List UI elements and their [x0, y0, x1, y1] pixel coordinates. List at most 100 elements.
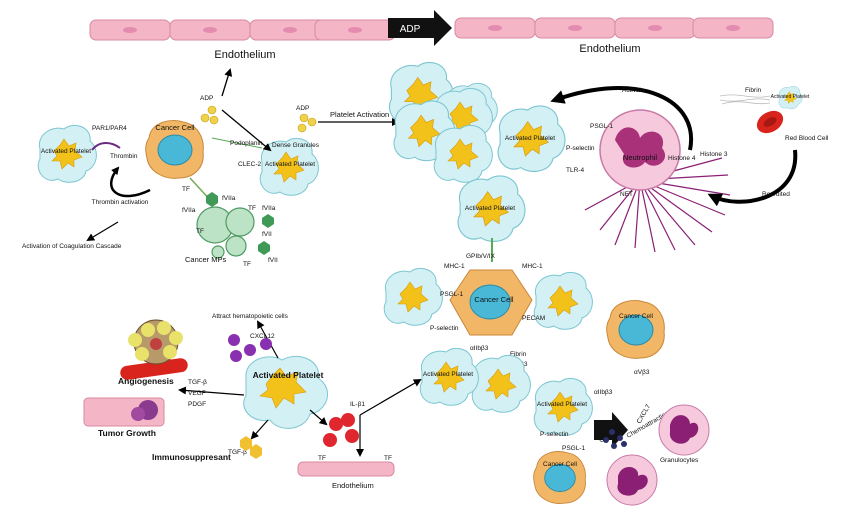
endothelium-bottom-label: Endothelium [332, 481, 374, 490]
tumor-growth-label: Tumor Growth [98, 428, 156, 438]
cancer-mps: TF fVIIa fVIIa TF TF fVIIa fVII fVII TF … [182, 177, 278, 268]
cancer-cell-right-label: Cancer Cell [619, 313, 654, 320]
endothelium-right [454, 17, 774, 39]
pdgf-label: PDGF [188, 401, 206, 408]
vegf-label: VEGF [188, 390, 206, 397]
adp-banner: ADP [388, 10, 452, 46]
cancer-cell-bottom [533, 451, 586, 504]
platelet-bottom-center [471, 354, 531, 413]
activated-platelet-cl-label: Activated Platelet [265, 161, 315, 168]
psgl1-label-1: PSGL-1 [590, 123, 614, 130]
recruited-label: Recruited [762, 191, 790, 198]
platelet-center-left: Activated Platelet [259, 137, 319, 196]
endothelium-right-label: Endothelium [579, 43, 640, 55]
tf-label-6: TF [384, 455, 392, 462]
cancer-cell-main-label: Cancer Cell [155, 123, 195, 132]
adp-label-2: ADP [296, 105, 309, 112]
psgl1-label-2: PSGL-1 [440, 291, 464, 298]
platelet-bottom-right: Activated Platelet [533, 377, 593, 436]
mhc1-label-2: MHC-1 [522, 263, 543, 270]
coagulation-label: Activation of Coagulation Cascade [22, 243, 122, 250]
thrombin-activation-label-1: Thrombin activation [92, 199, 149, 206]
tf-label-1: TF [182, 186, 190, 193]
platelet-left-center [383, 267, 443, 326]
tgfb-label-1: TGF-β [188, 379, 207, 386]
p-selectin-label-3: P-selectin [540, 431, 569, 438]
cancer-cell-bottom-label: Cancer Cell [543, 461, 578, 468]
platelet-isolated: Activated Platelet [419, 347, 479, 406]
tgfb-particles [240, 436, 262, 459]
clec2-label: CLEC-2 [238, 161, 262, 168]
neutrophil-label: Neutrophil [623, 153, 658, 162]
gpib-label: GPIb/V/IX [466, 253, 496, 260]
angiogenesis-icon [120, 319, 188, 380]
fviia-label-2: fVIIa [222, 195, 236, 202]
fviia-label-3: fVIIa [262, 205, 276, 212]
podoplanin-label: Podoplanin [230, 140, 263, 147]
platelet-top-center: Activated Platelet [457, 175, 526, 242]
red-blood-cell-label: Red Blood Cell [785, 135, 829, 142]
p-selectin-label-1: P-selectin [566, 145, 595, 152]
angiogenesis-label: Angiogenesis [118, 376, 174, 386]
il1b-particles [323, 413, 359, 447]
activated-platelet-isolated-label: Activated Platelet [423, 371, 473, 378]
endothelium-bottom [297, 461, 395, 477]
red-blood-cell [756, 110, 784, 134]
tf-label-2: TF [196, 228, 204, 235]
fibrin-label-2: Fibrin [510, 351, 527, 358]
tf-label-5: TF [318, 455, 326, 462]
granulocyte-2 [606, 454, 658, 506]
aiib-label-1: αIIbβ3 [470, 345, 489, 352]
endothelium-left-label: Endothelium [214, 49, 275, 61]
thrombin-label: Thrombin [110, 153, 138, 160]
cancer-cell-right [606, 300, 665, 359]
cancer-cell-center-label: Cancer Cell [474, 295, 514, 304]
net-label: NET [620, 191, 633, 198]
dense-granules-label: Dense Granules [272, 142, 320, 149]
avb3-label-2: αVβ3 [634, 369, 650, 376]
fvii-label-2: fVII [268, 257, 278, 264]
cxcl12-particles [228, 334, 272, 362]
par-label: PAR1/PAR4 [92, 125, 127, 132]
tlr4-label: TLR-4 [566, 167, 584, 174]
il1b-label: IL-β1 [350, 401, 365, 408]
adp-label-1: ADP [200, 95, 213, 102]
fibrin-label-1: Fibrin [745, 87, 762, 94]
platelet-cluster [388, 61, 498, 183]
platelet-activation-label: Platelet Activation [330, 110, 389, 119]
neutrophil [599, 109, 681, 191]
cancer-cell-main: Cancer Cell [145, 120, 204, 179]
attract-label: Attract hematopoietic cells [212, 313, 289, 320]
activate-label: Activate [622, 87, 646, 94]
adp-banner-label: ADP [400, 24, 421, 35]
platelet-main [243, 355, 329, 429]
adp-dots-2 [297, 113, 317, 133]
histone3-label: Histone 3 [700, 151, 728, 158]
tumor-growth-icon [83, 397, 165, 427]
platelet-left: Activated Platelet [37, 124, 97, 183]
granulocytes-label: Granulocytes [660, 457, 699, 464]
aiib-label-2: αIIbβ3 [594, 389, 613, 396]
tgfb-label-2: TGF-β [228, 449, 247, 456]
cancer-cell-center [449, 269, 533, 336]
p-selectin-label-2: P-selectin [430, 325, 459, 332]
activated-platelet-main-label: Activated Platelet [253, 370, 324, 380]
fibrin-strands [719, 94, 771, 105]
activated-platelet-left-label: Activated Platelet [41, 148, 91, 155]
cancer-mps-label: Cancer MPs [185, 255, 227, 264]
cxcl5-label: CXCL5 [599, 421, 606, 442]
psgl1-label-3: PSGL-1 [562, 445, 586, 452]
endothelium-left [89, 19, 396, 41]
chemokine-particles [603, 429, 627, 449]
tf-label-3: TF [248, 205, 256, 212]
fviia-label-1: fVIIa [182, 207, 196, 214]
histone4-label: Histone 4 [668, 155, 696, 162]
activated-platelet-tc-label: Activated Platelet [465, 205, 515, 212]
tf-label-4: TF [243, 261, 251, 268]
mhc1-label-1: MHC-1 [444, 263, 465, 270]
activated-platelet-small-label: Activated Platelet [771, 94, 810, 100]
platelet-neutrophil: Activated Platelet [497, 105, 566, 172]
adp-dots-1 [200, 105, 219, 125]
